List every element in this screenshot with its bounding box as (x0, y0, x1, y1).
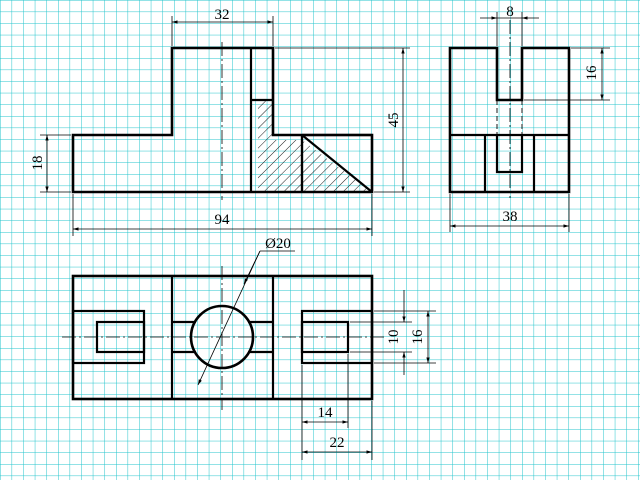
front-view (71, 42, 374, 200)
side-outline (448, 46, 571, 194)
dim-front-base-height: 18 (30, 156, 46, 171)
side-dimensions (449, 12, 610, 232)
section-hatch (258, 100, 372, 192)
dim-side-width: 38 (503, 209, 518, 225)
dim-front-total-length: 94 (215, 212, 231, 228)
dim-front-total-height: 45 (386, 113, 402, 128)
top-view (62, 266, 385, 410)
front-dimensions (40, 16, 410, 236)
dim-side-slot-width: 8 (506, 4, 514, 20)
top-dimensions (197, 250, 436, 460)
front-outline (71, 46, 374, 194)
dim-top-block-width: 16 (410, 329, 426, 345)
dim-side-slot-depth: 16 (584, 65, 600, 81)
dim-top-slot-width: 10 (386, 330, 402, 345)
dim-front-top-width: 32 (215, 7, 230, 23)
dim-top-hole-diameter: Ø20 (265, 236, 291, 252)
dim-top-block-length: 22 (330, 435, 345, 451)
dim-top-slot-length: 14 (318, 405, 334, 421)
side-view (448, 20, 571, 198)
